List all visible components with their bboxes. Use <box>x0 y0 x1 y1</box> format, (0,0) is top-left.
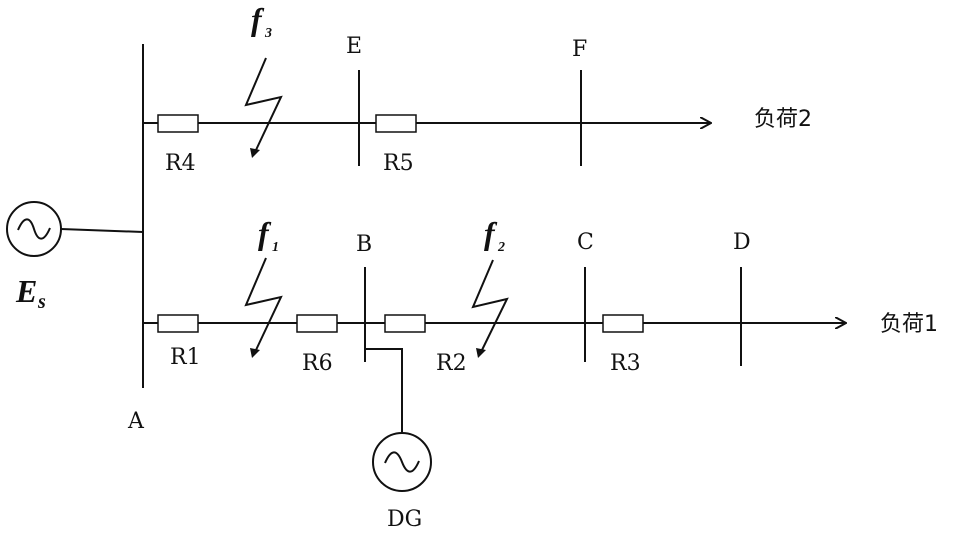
relay-r5-label: R5 <box>383 151 414 176</box>
relay-r5 <box>376 115 416 132</box>
relay-r2-label: R2 <box>436 351 467 376</box>
fault-f3: f 3 <box>246 1 281 158</box>
relay-r6-label: R6 <box>302 351 333 376</box>
lightning-bolt-icon <box>473 260 507 350</box>
lightning-bolt-icon <box>246 58 281 150</box>
distributed-generator: DG <box>365 349 431 532</box>
bus-a-label: A <box>127 409 145 434</box>
bus-b-label: B <box>356 232 372 257</box>
bus-e-label: E <box>346 34 362 59</box>
load-1-label: 负荷1 <box>880 312 938 337</box>
relay-r6 <box>297 315 337 332</box>
relay-r1-label: R1 <box>170 345 201 370</box>
lightning-bolt-icon <box>246 258 281 350</box>
fault-f2: f 2 <box>473 215 507 358</box>
bus-f-label: F <box>572 37 587 62</box>
relay-r4-label: R4 <box>165 151 196 176</box>
load-2-label: 负荷2 <box>754 107 812 132</box>
dg-feeder-line <box>365 349 402 432</box>
fault-arrowhead-icon <box>250 148 260 158</box>
source-subscript: s <box>37 291 46 313</box>
fault-f1-letter: f <box>258 215 272 251</box>
relay-r1 <box>158 315 198 332</box>
fault-f2-index: 2 <box>497 240 505 255</box>
fault-f3-index: 3 <box>264 26 272 41</box>
fault-f2-letter: f <box>484 215 498 251</box>
relay-r2 <box>385 315 425 332</box>
source-label: E <box>15 273 37 309</box>
source-es: E s <box>7 202 143 313</box>
fault-f3-letter: f <box>251 1 265 37</box>
fault-f1-index: 1 <box>272 240 279 255</box>
fault-f1: f 1 <box>246 215 281 358</box>
dg-label: DG <box>387 507 422 532</box>
relay-r3 <box>603 315 643 332</box>
source-feeder-line <box>61 229 143 232</box>
relay-r4 <box>158 115 198 132</box>
fault-arrowhead-icon <box>250 348 260 358</box>
relay-r3-label: R3 <box>610 351 641 376</box>
bus-d-label: D <box>733 230 751 255</box>
fault-arrowhead-icon <box>476 348 486 358</box>
bus-c-label: C <box>577 230 594 255</box>
